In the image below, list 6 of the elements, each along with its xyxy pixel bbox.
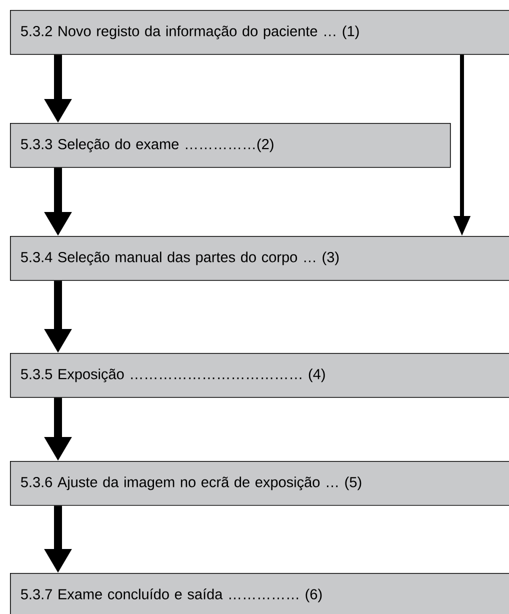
process-box: 5.3.4 Seleção manual das partes do corpo … (3) (10, 236, 509, 281)
process-box: 5.3.6 Ajuste da imagem no ecrã de exposição … (5) (10, 461, 509, 506)
process-box: 5.3.3 Seleção do exame ……………(2) (10, 123, 451, 168)
process-box: 5.3.7 Exame concluído e saída …………… (6) (10, 573, 509, 614)
process-box: 5.3.5 Exposição ……………………………… (4) (10, 353, 509, 398)
process-box: 5.3.2 Novo registo da informação do paciente … (1) (10, 10, 509, 55)
